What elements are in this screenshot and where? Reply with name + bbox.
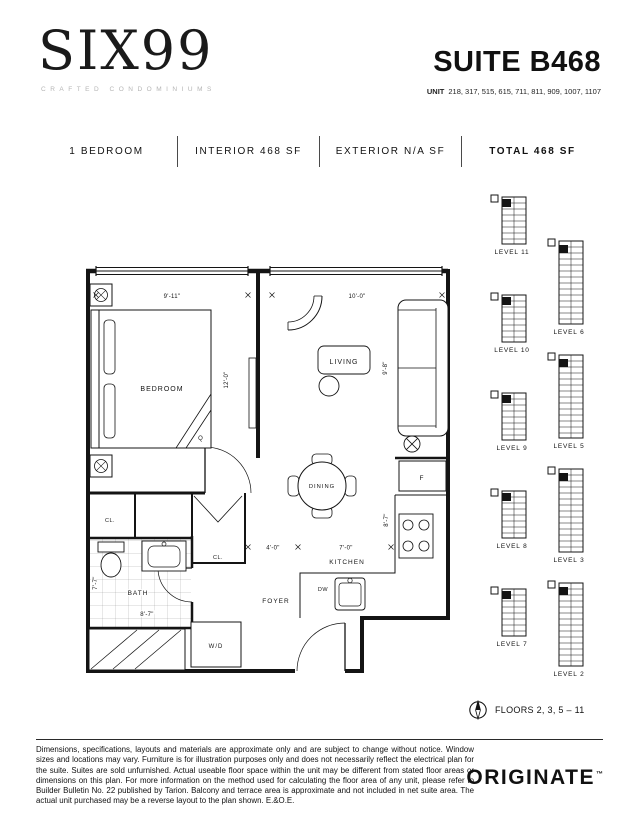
keyplan-label: LEVEL 2	[553, 671, 585, 678]
closet-label-2: CL.	[213, 555, 223, 561]
kitchen-fixtures	[299, 460, 447, 618]
keyplan-label: LEVEL 3	[553, 557, 585, 564]
keyplan-level-6: LEVEL 6	[546, 238, 592, 336]
footer-divider	[36, 739, 603, 740]
keyplan-level-9: LEVEL 9	[489, 390, 535, 452]
keyplan-level-8: LEVEL 8	[489, 488, 535, 550]
bedroom-furniture	[89, 283, 257, 478]
windows	[95, 266, 443, 276]
keyplan-building-icon	[546, 466, 592, 554]
keyplan-level-3: LEVEL 3	[546, 466, 592, 564]
dim-kitchen-depth: 8'-7"	[384, 513, 390, 526]
dim-bath-width: 8'-7"	[140, 612, 153, 618]
fridge-label: F	[420, 475, 425, 482]
logo-text: SIX99	[38, 19, 214, 82]
unit-label: UNIT	[426, 87, 445, 96]
keyplan-label: LEVEL 11	[494, 249, 530, 256]
disclaimer-text: Dimensions, specifications, layouts and …	[36, 745, 474, 806]
keyplan-building-icon	[546, 238, 592, 326]
keyplan-column-left: LEVEL 11 LEVEL 10 LEVEL 9 LEVEL 8 LEVEL …	[486, 194, 538, 648]
keyplan-building-icon	[489, 194, 535, 246]
dim-bedroom-depth: 12'-0"	[224, 371, 230, 388]
suite-title: SUITE B468	[433, 46, 601, 78]
keyplan-building-icon	[489, 292, 535, 344]
bath-fixtures	[97, 540, 187, 578]
dishwasher-label: DW	[318, 587, 328, 593]
keyplan-label: LEVEL 7	[496, 641, 528, 648]
living-label: LIVING	[330, 359, 359, 366]
developer-brand: ORIGINATE™	[466, 766, 603, 790]
summary-bedrooms: 1 BEDROOM	[69, 146, 144, 157]
keyplan-building-icon	[546, 352, 592, 440]
dimension-ticks	[93, 292, 445, 550]
trademark-symbol: ™	[596, 771, 603, 778]
dining-furniture	[287, 453, 357, 519]
summary-bar: 1 BEDROOM INTERIOR 468 SF EXTERIOR N/A S…	[36, 136, 603, 167]
living-furniture	[287, 295, 449, 453]
keyplan-label: LEVEL 9	[496, 445, 528, 452]
shower-hatch	[88, 628, 186, 671]
brand-logo: SIX99 CRAFTED CONDOMINIUMS	[38, 19, 216, 94]
keyplan-label: LEVEL 5	[553, 443, 585, 450]
keyplan-label: LEVEL 6	[553, 329, 585, 336]
foyer-label: FOYER	[262, 598, 289, 605]
bedroom-label: BEDROOM	[140, 386, 183, 393]
keyplan-label: LEVEL 8	[496, 543, 528, 550]
keyplan-building-icon	[489, 390, 535, 442]
keyplan-level-7: LEVEL 7	[489, 586, 535, 648]
summary-total-sf: TOTAL 468 SF	[461, 136, 603, 167]
dim-bedroom-width: 9'-11"	[164, 294, 181, 300]
bed-size-label: Q	[198, 436, 204, 442]
dining-label: DINING	[309, 484, 335, 490]
laundry-closet	[190, 621, 242, 668]
floors-note: FLOORS 2, 3, 5 – 11	[468, 700, 585, 720]
keyplan-building-icon	[489, 488, 535, 540]
north-arrow-icon	[469, 700, 487, 720]
dim-living-depth: 9'-8"	[383, 361, 389, 374]
developer-brand-text: ORIGINATE	[466, 766, 595, 789]
floor-plan: BEDROOM LIVING DINING KITCHEN BATH FOYER…	[86, 266, 450, 673]
washer-dryer-label: W/D	[209, 644, 224, 650]
dim-bath-depth: 7'-7"	[93, 576, 99, 589]
keyplan-column-right: LEVEL 6 LEVEL 5 LEVEL 3 LEVEL 2	[543, 238, 595, 678]
floors-note-text: FLOORS 2, 3, 5 – 11	[495, 705, 585, 715]
dim-kitchen-width: 7'-0"	[339, 546, 352, 552]
kitchen-label: KITCHEN	[329, 559, 365, 566]
keyplan-building-icon	[546, 580, 592, 668]
summary-exterior-sf: EXTERIOR N/A SF	[319, 136, 461, 167]
keyplan-label: LEVEL 10	[494, 347, 530, 354]
closet-label-1: CL.	[105, 518, 115, 524]
unit-numbers: 218, 317, 515, 615, 711, 811, 909, 1007,…	[448, 87, 601, 96]
keyplan-level-2: LEVEL 2	[546, 580, 592, 678]
dim-foyer-width: 4'-0"	[266, 546, 279, 552]
summary-interior-sf: INTERIOR 468 SF	[177, 136, 319, 167]
keyplan-level-10: LEVEL 10	[489, 292, 535, 354]
keyplan-level-11: LEVEL 11	[489, 194, 535, 256]
keyplan-building-icon	[489, 586, 535, 638]
dim-living-width: 10'-0"	[348, 294, 365, 300]
bath-label: BATH	[128, 590, 149, 597]
logo-tagline: CRAFTED CONDOMINIUMS	[41, 86, 216, 93]
keyplan-level-5: LEVEL 5	[546, 352, 592, 450]
